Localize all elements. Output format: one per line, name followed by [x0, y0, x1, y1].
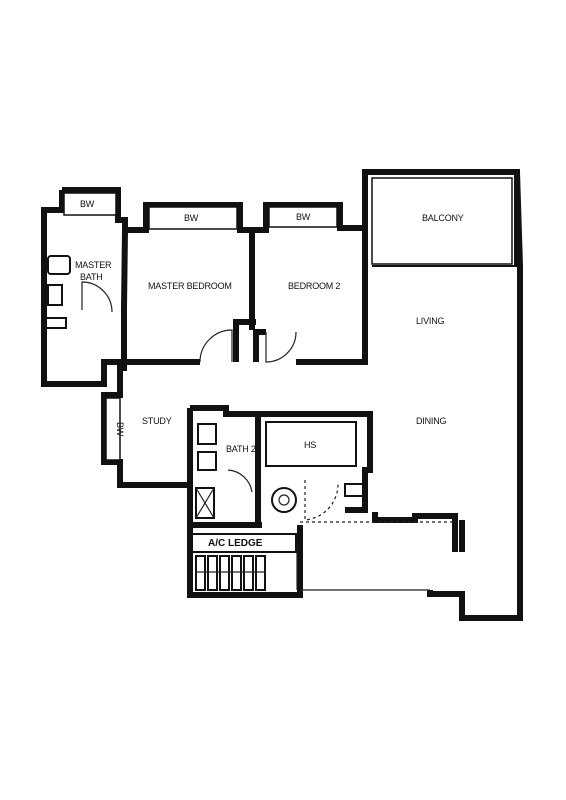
bath2-shower-x2 — [195, 487, 215, 519]
ac-grille — [231, 555, 242, 591]
wall-hs — [258, 411, 373, 513]
ac-grille — [255, 555, 266, 591]
label-bw-master-bath: BW — [80, 199, 95, 209]
doors — [81, 281, 339, 590]
bath2-wc — [197, 451, 217, 471]
fixtures — [45, 255, 455, 591]
label-living: LIVING — [416, 316, 445, 326]
ac-grille — [207, 555, 218, 591]
label-dining: DINING — [416, 416, 446, 426]
label-bedroom2: BEDROOM 2 — [288, 281, 340, 291]
wall-right — [427, 171, 523, 621]
wall-bath2-top — [190, 405, 261, 522]
wall-study — [101, 362, 190, 488]
label-ac-ledge: A/C LEDGE — [208, 538, 263, 549]
wall-master-bedroom-top — [124, 202, 252, 233]
label-study: STUDY — [142, 416, 172, 426]
hs-tank — [271, 487, 297, 513]
room-labels: BW MASTER BATH BW MASTER BEDROOM BW BEDR… — [75, 199, 464, 549]
kitchen-sink — [344, 483, 366, 497]
windows — [63, 177, 513, 461]
window-study — [105, 397, 121, 461]
door-bedroom2 — [265, 331, 297, 363]
wall-master-bath — [41, 187, 128, 387]
ac-ledge-header — [191, 533, 297, 553]
ac-grille — [195, 555, 206, 591]
door-master-bedroom — [199, 329, 233, 363]
master-bath-wc — [47, 255, 71, 275]
label-bw-master-bedroom: BW — [184, 213, 199, 223]
bath2-basin — [197, 423, 217, 445]
door-master-bath — [81, 281, 113, 313]
ac-grille — [219, 555, 230, 591]
master-bath-shower — [47, 284, 63, 306]
label-bath2: BATH 2 — [226, 444, 256, 454]
wall-ac-ledge — [187, 525, 303, 598]
label-hs: HS — [304, 440, 316, 450]
label-bw-bedroom2: BW — [296, 212, 311, 222]
wall-br2-bottom-b — [296, 266, 368, 365]
hs-tank-inner — [278, 494, 290, 506]
label-master-bedroom: MASTER BEDROOM — [148, 281, 232, 291]
wall-bath2 — [187, 408, 262, 528]
window-bedroom2 — [268, 206, 338, 228]
window-balcony — [371, 177, 513, 265]
door-bath2 — [227, 469, 253, 493]
label-balcony: BALCONY — [422, 213, 464, 223]
exterior-walls — [41, 169, 523, 621]
hs-shelter — [265, 421, 357, 467]
label-master-bath-1: MASTER — [75, 260, 112, 270]
label-bw-study: BW — [115, 422, 125, 437]
ac-grille — [243, 555, 254, 591]
ac-ledge-units — [195, 555, 266, 591]
door-hs — [304, 480, 339, 521]
window-master-bedroom — [148, 206, 238, 230]
label-master-bath-2: BATH — [80, 272, 103, 282]
window-master-bath — [63, 192, 117, 216]
wall-dining-bottom — [372, 512, 458, 552]
master-bath-basin — [45, 317, 67, 329]
bath2-shower — [195, 487, 215, 519]
ac-ledge-grilles — [191, 533, 297, 591]
wall-br2-bottom — [253, 329, 266, 362]
